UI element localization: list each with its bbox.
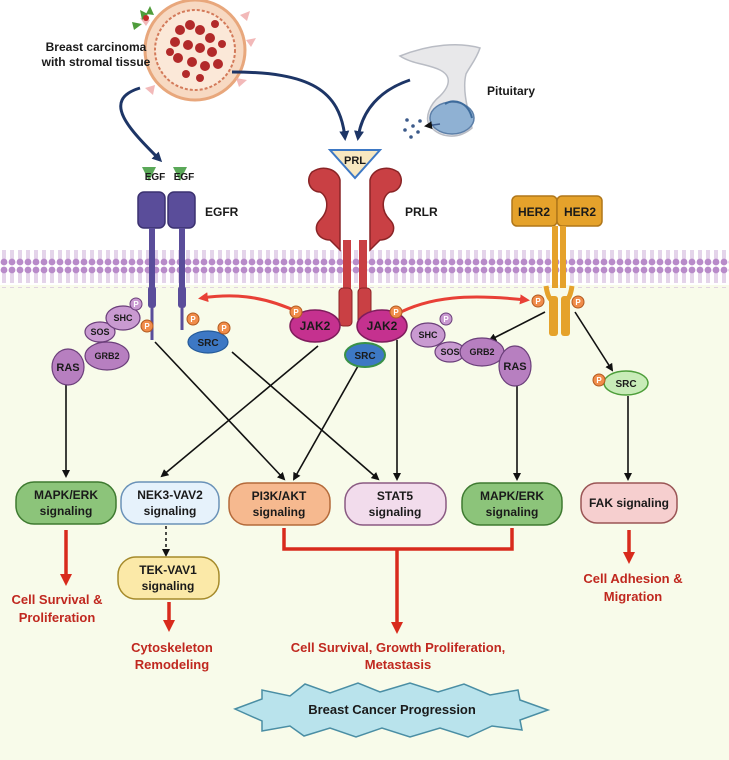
shc-label-2: SHC	[418, 330, 438, 340]
pi3k-line2: signaling	[253, 505, 306, 519]
svg-text:P: P	[221, 324, 227, 333]
pathway-mapk-erk-right	[461, 482, 563, 526]
svg-text:P: P	[190, 315, 196, 324]
phosphate-labels: P P P P P P P P P P	[133, 297, 602, 385]
red-arrow-jak2-to-her2	[394, 294, 530, 317]
progression-label: Breast Cancer Progression	[308, 702, 476, 717]
svg-text:P: P	[596, 376, 602, 385]
ras-label-2: RAS	[503, 361, 526, 373]
mapk2-line2: signaling	[486, 505, 539, 519]
outcome-arrows	[60, 528, 635, 634]
jak2-adaptor-complex	[410, 322, 532, 387]
tek-line2: signaling	[142, 579, 195, 593]
ras-label-1: RAS	[56, 362, 79, 374]
stat5-line2: signaling	[369, 505, 422, 519]
pituitary-illustration	[398, 44, 481, 139]
grb2-label-2: GRB2	[469, 347, 494, 357]
svg-text:P: P	[443, 315, 449, 324]
pathway-pi3k-akt	[228, 482, 331, 526]
pathway-tek-vav1	[117, 556, 220, 600]
source-breast-label-2: with stromal tissue	[41, 55, 151, 69]
her2-label-1: HER2	[518, 205, 550, 219]
pathway-mapk-erk-left	[15, 481, 117, 525]
shc-label-1: SHC	[113, 313, 133, 323]
src-prlr	[344, 342, 386, 368]
arrow-pituitary-to-prl	[354, 78, 411, 141]
src-label-2: SRC	[354, 351, 375, 362]
mapk1-line2: signaling	[40, 504, 93, 518]
jak2-left	[289, 309, 341, 343]
her2-receptor	[511, 195, 603, 336]
tek-line1: TEK-VAV1	[139, 563, 197, 577]
arrow-breast-to-prl	[231, 70, 350, 141]
prl-label: PRL	[344, 155, 366, 167]
breast-carcinoma-illustration	[132, 0, 256, 102]
pi3k-line1: PI3K/AKT	[252, 489, 307, 503]
signaling-arrows	[62, 311, 632, 481]
svg-text:P: P	[393, 308, 399, 317]
source-pituitary-label: Pituitary	[487, 84, 535, 98]
src-egfr	[187, 330, 229, 354]
svg-text:P: P	[144, 322, 150, 331]
src-label-3: SRC	[615, 379, 636, 390]
jak2-label-1: JAK2	[300, 319, 331, 333]
egf-label-1: EGF	[145, 172, 166, 183]
arrow-breast-to-egfr	[119, 86, 163, 163]
mapk1-line1: MAPK/ERK	[34, 488, 98, 502]
source-breast-label: Breast carcinoma	[46, 40, 147, 54]
pathway-nek3-vav2	[120, 481, 220, 525]
egfr-receptor	[137, 167, 196, 340]
nek3-line1: NEK3-VAV2	[137, 488, 203, 502]
egf-label-2: EGF	[174, 172, 195, 183]
svg-text:P: P	[575, 298, 581, 307]
outcome-survival-line2: Proliferation	[19, 610, 96, 625]
outcome-survival-line1: Cell Survival &	[11, 592, 102, 607]
pathway-fak	[580, 482, 678, 524]
sos-label-1: SOS	[90, 327, 109, 337]
pathway-stat5	[344, 482, 447, 526]
her2-label-2: HER2	[564, 205, 596, 219]
svg-text:P: P	[535, 297, 541, 306]
outcome-cyto-line1: Cytoskeleton	[131, 640, 213, 655]
egfr-adaptor-complex	[51, 305, 141, 386]
red-arrow-jak2-to-egfr	[198, 292, 301, 315]
outcome-growth-line1: Cell Survival, Growth Proliferation,	[291, 640, 506, 655]
prlr-label: PRLR	[405, 205, 438, 219]
svg-text:P: P	[133, 300, 139, 309]
nek3-line2: signaling	[144, 504, 197, 518]
svg-text:P: P	[293, 308, 299, 317]
egfr-label: EGFR	[205, 205, 239, 219]
src-label-1: SRC	[197, 338, 218, 349]
outcome-growth-line2: Metastasis	[365, 657, 431, 672]
outcome-cyto-line2: Remodeling	[135, 657, 209, 672]
progression-starburst	[233, 682, 551, 738]
stat5-line1: STAT5	[377, 489, 414, 503]
outcome-adhesion-line2: Migration	[604, 589, 663, 604]
mapk2-line1: MAPK/ERK	[480, 489, 544, 503]
grb2-label-1: GRB2	[94, 351, 119, 361]
fak-line1: FAK signaling	[589, 496, 669, 510]
outcome-adhesion-line1: Cell Adhesion &	[583, 571, 682, 586]
sos-label-2: SOS	[440, 347, 459, 357]
phosphate-groups	[129, 294, 606, 387]
jak2-label-2: JAK2	[367, 319, 398, 333]
